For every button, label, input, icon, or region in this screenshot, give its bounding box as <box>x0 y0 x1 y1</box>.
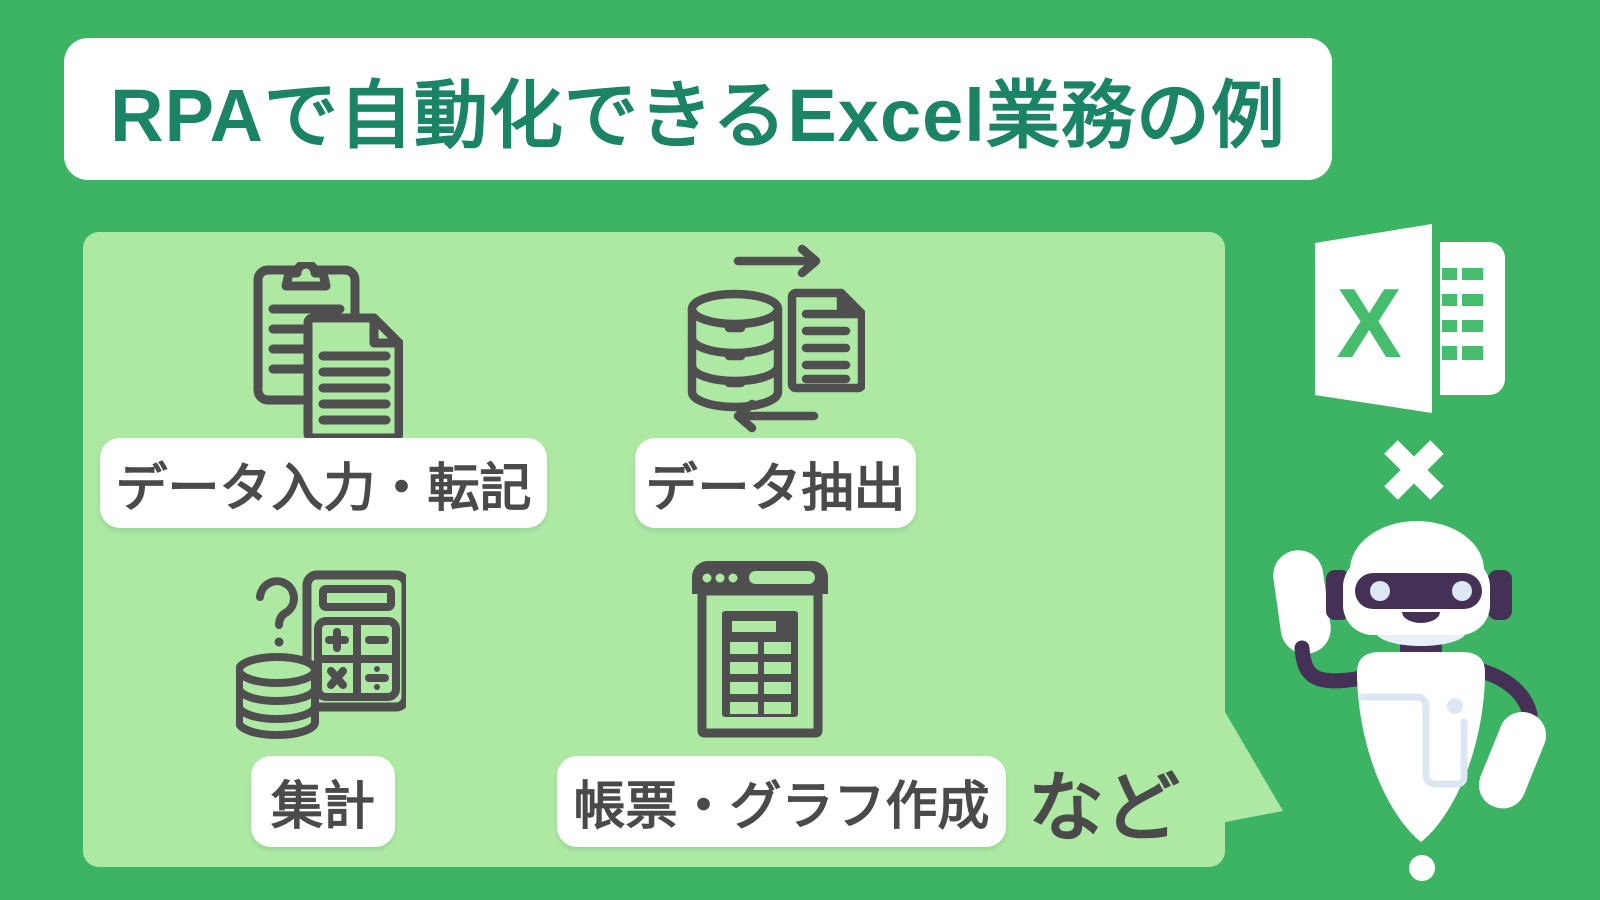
label-data-entry-text: データ入力・転記 <box>115 459 532 518</box>
robot-visor <box>1355 573 1482 609</box>
label-report-graph-text: 帳票・グラフ作成 <box>573 778 990 836</box>
robot-eye-right <box>1452 581 1472 601</box>
label-report-graph: 帳票・グラフ作成 <box>557 756 1006 847</box>
calculator-database-icon <box>236 570 406 739</box>
excel-x-letter: X <box>1336 268 1401 378</box>
robot-ear-right <box>1488 570 1512 620</box>
title-card: RPAで自動化できるExcel業務の例 <box>64 38 1332 180</box>
robot-mascot <box>1273 521 1547 881</box>
page-title: RPAで自動化できるExcel業務の例 <box>110 73 1286 157</box>
report-table-icon <box>692 561 828 738</box>
label-data-extract: データ抽出 <box>635 438 916 528</box>
excel-logo: X <box>1315 224 1505 413</box>
robot-body-parts <box>1273 521 1547 881</box>
label-aggregation: 集計 <box>251 756 395 847</box>
clipboard-copy-icon <box>253 262 403 442</box>
database-transfer-icon <box>687 244 865 433</box>
label-data-extract-text: データ抽出 <box>645 459 906 518</box>
label-aggregation-text: 集計 <box>270 778 375 836</box>
excel-sheet-cells <box>1442 268 1483 360</box>
etc-label: など <box>1028 765 1180 851</box>
robot-mouth <box>1402 612 1440 623</box>
speech-bubble-tail-icon <box>1218 700 1283 823</box>
label-data-entry: データ入力・転記 <box>100 438 547 528</box>
robot-eye-left <box>1370 581 1390 601</box>
multiply-icon <box>1384 440 1444 500</box>
